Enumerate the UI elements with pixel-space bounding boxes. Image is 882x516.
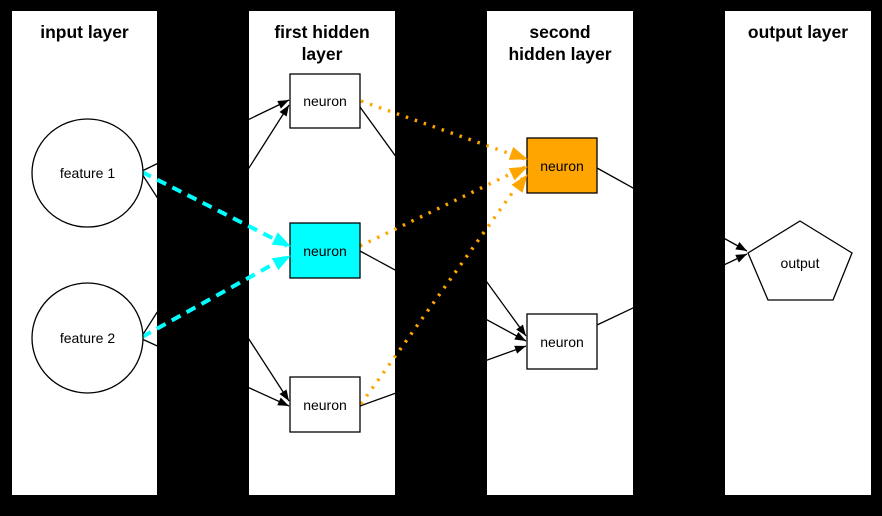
edge-h1top-h2top-orange xyxy=(360,99,526,161)
node-h1-bot xyxy=(289,376,361,433)
arrowhead-h1top-h2bot xyxy=(516,324,526,336)
first-hidden-layer-title-2: layer xyxy=(302,44,343,64)
second-hidden-layer-title-2: hidden layer xyxy=(508,44,611,64)
node-feature1 xyxy=(31,118,144,228)
arrowhead-h1bot-h2bot xyxy=(514,345,526,354)
node-output-pentagon xyxy=(747,220,853,301)
edge-h1mid-h2bot xyxy=(359,250,527,342)
arrowhead-feature1-h1bot xyxy=(279,389,289,401)
second-hidden-layer-panel xyxy=(487,11,633,495)
node-label-feature2: feature 2 xyxy=(60,330,115,346)
edge-feature1-h1top xyxy=(141,99,290,172)
arrowhead-h1mid-h2bot xyxy=(514,332,526,341)
arrowhead-h2bot-output xyxy=(735,254,747,263)
edge-h2bot-output xyxy=(596,253,748,326)
arrowhead-feature1-h1top xyxy=(277,100,289,109)
edge-h1top-h2bot xyxy=(359,106,527,337)
arrowhead-feature1-h1mid-cyan xyxy=(271,232,291,247)
node-label-h1-bot: neuron xyxy=(303,397,347,413)
input-layer-panel xyxy=(12,11,157,495)
node-label-feature1: feature 1 xyxy=(60,165,115,181)
node-label-h2-top: neuron xyxy=(540,158,584,174)
edge-feature1-h1bot xyxy=(141,173,290,402)
edge-feature2-h1mid-cyan xyxy=(141,254,289,339)
node-label-output: output xyxy=(781,255,820,271)
node-h1-mid xyxy=(289,222,361,279)
edge-h1mid-h2top-orange xyxy=(359,165,526,248)
arrowhead-h1top-h2top-orange xyxy=(508,146,528,160)
edge-feature2-h1top xyxy=(141,104,290,337)
node-label-h1-mid: neuron xyxy=(303,243,347,259)
first-hidden-layer-title-1: first hidden xyxy=(274,22,369,42)
arrowhead-feature2-h1top xyxy=(279,105,289,117)
node-label-h2-bot: neuron xyxy=(540,334,584,350)
arrowhead-h2top-output xyxy=(735,241,747,251)
node-h1-top xyxy=(289,73,361,129)
edge-feature1-h1mid-cyan xyxy=(141,170,289,248)
output-layer-title: output layer xyxy=(748,22,848,42)
input-layer-title: input layer xyxy=(40,22,129,42)
node-h2-top xyxy=(526,137,598,194)
edge-h1bot-h2bot xyxy=(359,345,527,407)
arrowhead-feature2-h1mid-cyan xyxy=(271,255,291,271)
arrowhead-h1bot-h2top-orange xyxy=(511,174,528,193)
node-label-h1-top: neuron xyxy=(303,93,347,109)
node-h2-bot xyxy=(526,313,598,370)
second-hidden-layer-title-1: second xyxy=(529,22,590,42)
node-feature2 xyxy=(31,282,144,394)
arrowhead-feature2-h1bot xyxy=(277,397,289,406)
arrowhead-h1mid-h2top-orange xyxy=(508,166,528,181)
edge-feature2-h1bot xyxy=(141,338,290,407)
edge-h2top-output xyxy=(596,167,748,252)
